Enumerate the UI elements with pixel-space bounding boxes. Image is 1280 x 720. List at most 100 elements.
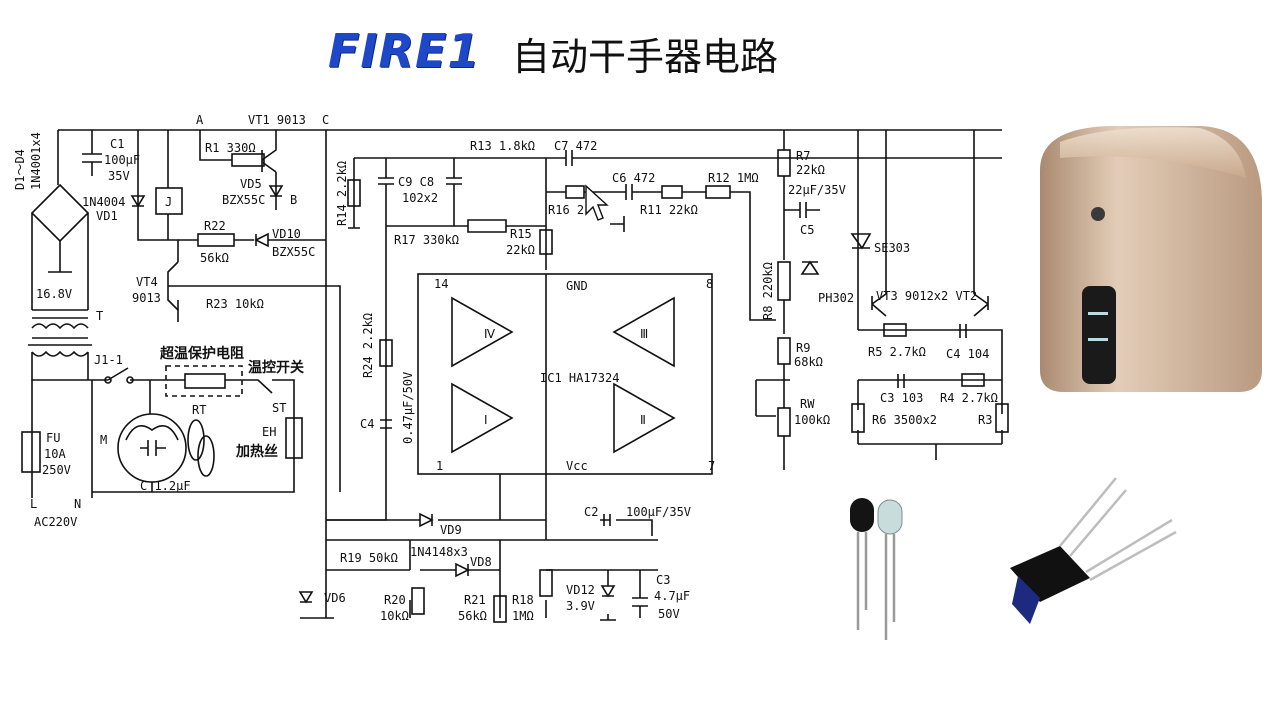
label-j11: J1-1 <box>94 353 123 367</box>
label-d1d4-part: 1N4001x4 <box>29 132 43 190</box>
led-pair-photo <box>850 498 903 640</box>
label-vd8-part: 1N4148x3 <box>410 545 468 559</box>
label-r15: R15 <box>510 227 532 241</box>
label-t: T <box>96 309 103 323</box>
label-vd12-val: 3.9V <box>566 599 595 613</box>
label-c3: C3 103 <box>880 391 923 405</box>
label-r7-val: 22kΩ <box>796 163 825 177</box>
label-r18: R18 <box>512 593 534 607</box>
label-vt1: VT1 9013 <box>248 113 306 127</box>
label-pin14: 14 <box>434 277 448 291</box>
cursor-arrow-icon <box>585 184 609 221</box>
label-c5: C5 <box>800 223 814 237</box>
label-c1-v: 35V <box>108 169 130 183</box>
label-vd1-part: 1N4004 <box>82 195 125 209</box>
label-vt4-part: 9013 <box>132 291 161 305</box>
label-c4-val: 0.47μF/50V <box>401 372 415 444</box>
label-eh: EH <box>262 425 276 439</box>
label-r9-val: 68kΩ <box>794 355 823 369</box>
label-vd1: VD1 <box>96 209 118 223</box>
label-d1d4: D1～D4 <box>13 149 27 190</box>
label-l: L <box>30 497 37 511</box>
label-op3: Ⅲ <box>640 327 648 341</box>
label-ac: AC220V <box>34 515 77 529</box>
label-r21-val: 56kΩ <box>458 609 487 623</box>
label-r12: R12 1MΩ <box>708 171 759 185</box>
label-r13: R13 1.8kΩ <box>470 139 535 153</box>
label-r23: R23 10kΩ <box>206 297 264 311</box>
label-j: J <box>165 195 172 209</box>
label-gnd: GND <box>566 279 588 293</box>
label-r9: R9 <box>796 341 810 355</box>
label-fu-a: 10A <box>44 447 66 461</box>
label-ic1: IC1 HA17324 <box>540 371 619 385</box>
label-b: B <box>290 193 297 207</box>
label-st: ST <box>272 401 286 415</box>
label-r24: R24 2.2kΩ <box>361 313 375 378</box>
page-title: 自动干手器电路 <box>512 35 779 79</box>
label-vt3: VT3 9012x2 VT2 <box>876 289 977 303</box>
label-rw-val: 100kΩ <box>794 413 830 427</box>
label-vd10: VD10 <box>272 227 301 241</box>
label-r1: R1 330Ω <box>205 141 256 155</box>
label-vt4: VT4 <box>136 275 158 289</box>
label-pin8: 8 <box>706 277 713 291</box>
label-r21: R21 <box>464 593 486 607</box>
label-c7: C7 472 <box>554 139 597 153</box>
label-r6: R6 3500x2 <box>872 413 937 427</box>
label-c1: C1 <box>110 137 124 151</box>
label-vd8: VD8 <box>470 555 492 569</box>
label-v168: 16.8V <box>36 287 72 301</box>
label-r5: R5 2.7kΩ <box>868 345 926 359</box>
label-r22: R22 <box>204 219 226 233</box>
label-pin7: 7 <box>708 459 715 473</box>
label-c3b-v: 50V <box>658 607 680 621</box>
label-r11: R11 22kΩ <box>640 203 698 217</box>
label-fu-v: 250V <box>42 463 71 477</box>
label-c1-val: 100μF <box>104 153 140 167</box>
hand-dryer-photo <box>1040 126 1262 392</box>
label-c5-val: 22μF/35V <box>788 183 846 197</box>
label-rt-title: 超温保护电阻 <box>159 345 244 362</box>
label-r20: R20 <box>384 593 406 607</box>
label-vd12: VD12 <box>566 583 595 597</box>
label-r18-val: 1MΩ <box>512 609 534 623</box>
label-c6: C6 472 <box>612 171 655 185</box>
label-c4: C4 <box>360 417 374 431</box>
label-rt: RT <box>192 403 206 417</box>
label-pin1: 1 <box>436 459 443 473</box>
label-vd5-part: BZX55C <box>222 193 265 207</box>
label-vcc: Vcc <box>566 459 588 473</box>
label-r3: R3 <box>978 413 992 427</box>
label-se303: SE303 <box>874 241 910 255</box>
label-ph302: PH302 <box>818 291 854 305</box>
label-c9c8-val: 102x2 <box>402 191 438 205</box>
label-c-node: C <box>322 113 329 127</box>
label-a: A <box>196 113 204 127</box>
label-r16: R16 2 <box>548 203 584 217</box>
label-vd9: VD9 <box>440 523 462 537</box>
label-op4: Ⅳ <box>484 327 495 341</box>
label-rw: RW <box>800 397 815 411</box>
label-c2: C2 <box>584 505 598 519</box>
label-fu: FU <box>46 431 60 445</box>
photo-interrupter-photo <box>1010 477 1177 624</box>
label-op2: Ⅱ <box>640 413 646 427</box>
label-r4: R4 2.7kΩ <box>940 391 998 405</box>
brand-logo: FIRE1 <box>328 24 481 78</box>
label-eh-cn: 加热丝 <box>235 443 278 460</box>
label-op1: Ⅰ <box>484 413 488 427</box>
label-cm: C 1.2μF <box>140 479 191 493</box>
label-c2-val: 100μF/35V <box>626 505 691 519</box>
label-r7: R7 <box>796 149 810 163</box>
label-c4r: C4 104 <box>946 347 989 361</box>
label-m: M <box>100 433 107 447</box>
label-c3b: C3 <box>656 573 670 587</box>
label-r20-val: 10kΩ <box>380 609 409 623</box>
label-n: N <box>74 497 81 511</box>
label-r15-val: 22kΩ <box>506 243 535 257</box>
label-vd6: VD6 <box>324 591 346 605</box>
label-vd10-part: BZX55C <box>272 245 315 259</box>
label-vd5: VD5 <box>240 177 262 191</box>
